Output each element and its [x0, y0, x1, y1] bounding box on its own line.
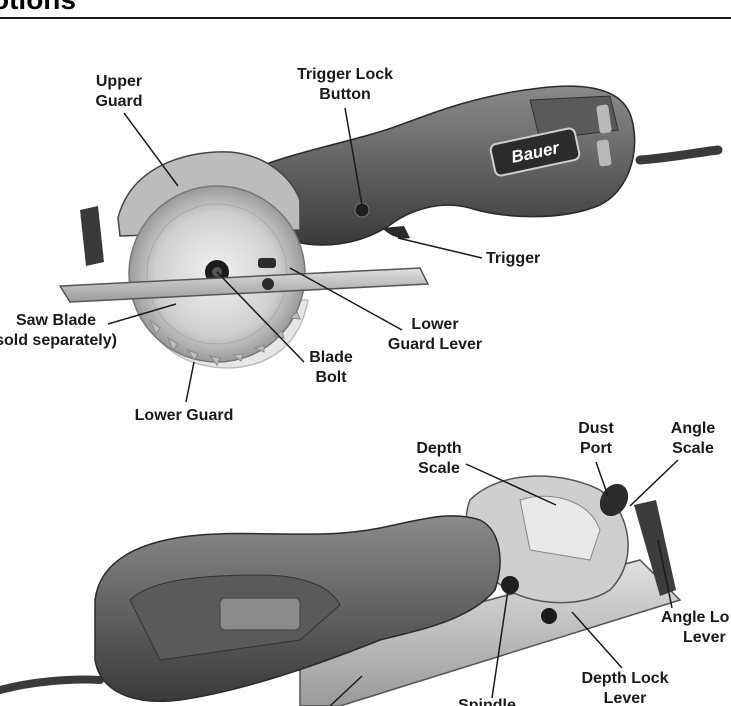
- label-upper-guard: Upper Guard: [95, 72, 142, 112]
- lower-guard-lever: [258, 258, 276, 268]
- leader-angle-lock: [657, 539, 673, 609]
- blade-teeth: [149, 311, 301, 366]
- label-saw-blade-line1: Saw Blade: [15, 312, 97, 329]
- label-saw-blade: Saw Blade sold separately): [0, 311, 117, 351]
- grip-plate: [219, 597, 301, 631]
- heading-rule: [0, 17, 731, 19]
- leader-lines: [107, 107, 679, 706]
- leader-blade-bolt: [216, 271, 305, 363]
- label-blade-bolt-line2: Bolt: [315, 369, 347, 386]
- label-trigger-lock-line2: Button: [319, 86, 371, 103]
- label-trigger-lock-line1: Trigger Lock: [296, 66, 394, 83]
- trigger-shape: [382, 226, 410, 239]
- label-blade-bolt: Blade Bolt: [309, 348, 353, 388]
- shoe-knob: [262, 278, 274, 290]
- label-upper-guard-line2: Guard: [95, 93, 143, 110]
- leader-upper-guard: [123, 112, 179, 187]
- saw-rear-view: [0, 475, 682, 706]
- label-angle-scale-line1: Angle: [670, 420, 716, 437]
- label-dust-port: Dust Port: [578, 419, 614, 459]
- label-trigger: Trigger: [486, 250, 541, 267]
- leader-depth-lock: [571, 611, 623, 669]
- angle-bracket: [634, 500, 676, 596]
- brand-badge-frame: [489, 127, 581, 177]
- label-angle-scale-line2: Scale: [672, 440, 714, 457]
- leader-depth-scale: [465, 463, 557, 506]
- label-depth-scale-line1: Depth: [416, 440, 462, 457]
- grip-slot: [596, 104, 612, 134]
- front-bracket: [80, 206, 104, 266]
- section-heading: otions: [0, 0, 76, 14]
- spindle: [501, 576, 519, 594]
- leader-lower-guard-lever: [289, 267, 403, 331]
- power-cord: [635, 145, 723, 165]
- label-depth-scale: Depth Scale: [416, 439, 461, 479]
- label-dust-port-line1: Dust: [578, 420, 614, 437]
- label-spindle: Spindle: [458, 697, 516, 706]
- label-depth-lock-lever: Depth Lock Lever: [581, 669, 668, 706]
- leader-trigger-lock: [344, 107, 363, 206]
- label-lower-guard: Lower Guard: [134, 407, 234, 424]
- label-angle-lock-lever: Angle Lo Lever: [661, 608, 731, 648]
- label-dust-port-line2: Port: [580, 440, 612, 457]
- trigger-lock-button: [354, 202, 370, 218]
- label-saw-blade-line2: sold separately): [0, 332, 117, 349]
- label-angle-lock-line1: Angle Lo: [661, 609, 730, 626]
- label-lower-guard-lever-line1: Lower: [411, 316, 459, 333]
- leader-lower-guard: [185, 361, 195, 403]
- saw-side-view: Bauer: [58, 85, 723, 369]
- leader-dust-port: [595, 461, 609, 497]
- grip-slot: [596, 139, 612, 167]
- leader-trigger: [397, 237, 483, 259]
- label-blade-bolt-line1: Blade: [309, 349, 353, 366]
- label-lower-guard-lever-line2: Guard Lever: [387, 336, 483, 353]
- label-angle-scale: Angle Scale: [671, 419, 715, 459]
- label-trigger-lock-button: Trigger Lock Button: [297, 65, 393, 105]
- depth-scale-plate: [519, 495, 601, 561]
- depth-lock-lever: [541, 608, 557, 624]
- label-angle-lock-line2: Lever: [683, 629, 726, 646]
- label-lower-guard-lever: Lower Guard Lever: [388, 315, 482, 355]
- grip-panel: [529, 95, 619, 141]
- label-depth-lock-line2: Lever: [603, 690, 647, 706]
- brand-badge: Bauer: [489, 127, 581, 177]
- label-upper-guard-line1: Upper: [95, 73, 143, 90]
- leader-base: [329, 675, 363, 706]
- power-cord: [0, 675, 104, 694]
- leader-angle-scale: [629, 459, 679, 507]
- leader-spindle: [491, 589, 509, 699]
- label-depth-lock-line1: Depth Lock: [581, 670, 669, 687]
- label-depth-scale-line2: Scale: [418, 460, 460, 477]
- leader-saw-blade: [107, 303, 177, 325]
